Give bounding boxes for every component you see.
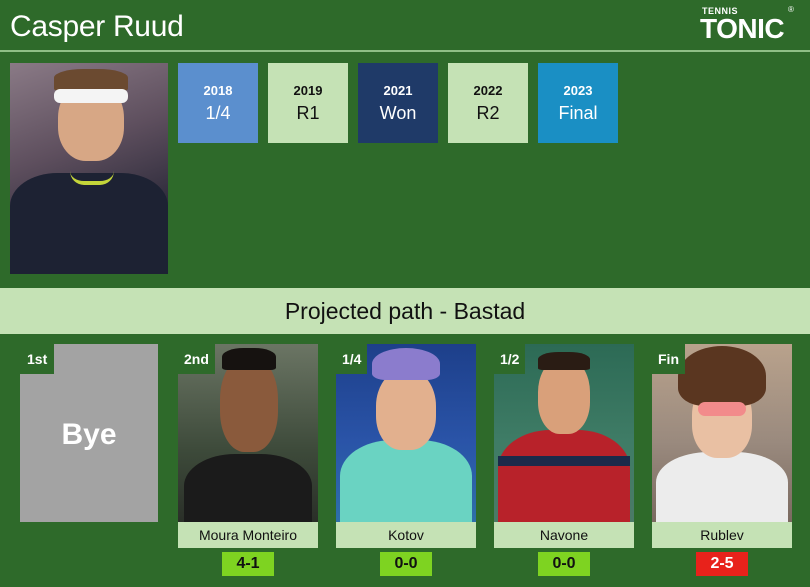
history-result: Won: [379, 103, 417, 123]
history-card-2021: 2021 Won: [358, 63, 438, 143]
tennis-tonic-logo[interactable]: TENNIS ® TONIC: [700, 5, 800, 44]
projected-path-title: Projected path - Bastad: [284, 298, 526, 324]
head-to-head-badge: 2-5: [696, 552, 748, 576]
history-result: R2: [476, 103, 500, 123]
history-year: 2021: [383, 83, 413, 98]
head-to-head-badge: 4-1: [222, 552, 274, 576]
opponent-name: Kotov: [336, 522, 476, 548]
opponent-photo: [178, 344, 318, 522]
round-label-1st: 1st: [20, 344, 55, 374]
round-label: 1/4: [336, 344, 368, 374]
history-year: 2023: [563, 83, 593, 98]
head-to-head-badge: 0-0: [380, 552, 432, 576]
header-divider: [0, 50, 810, 52]
history-card-2019: 2019 R1: [268, 63, 348, 143]
history-result: 1/4: [205, 103, 231, 123]
round-card-quarterfinal[interactable]: 1/4 Kotov 0-0: [336, 344, 476, 578]
round-label: 2nd: [178, 344, 215, 374]
logo-registered-mark: ®: [788, 5, 794, 14]
opponent-name: Rublev: [652, 522, 792, 548]
round-card-2nd[interactable]: 2nd Moura Monteiro 4-1: [178, 344, 318, 578]
round-card-semifinal[interactable]: 1/2 Navone 0-0: [494, 344, 634, 578]
bye-text: Bye: [61, 418, 117, 451]
projected-path-banner: Projected path - Bastad: [0, 288, 810, 334]
history-year: 2018: [203, 83, 233, 98]
opponent-name: Navone: [494, 522, 634, 548]
history-year: 2019: [293, 83, 323, 98]
history-year: 2022: [473, 83, 503, 98]
history-result: R1: [296, 103, 320, 123]
player-name: Casper Ruud: [10, 10, 184, 43]
history-card-2023: 2023 Final: [538, 63, 618, 143]
round-label: Fin: [652, 344, 685, 374]
logo-main-text: TONIC: [700, 13, 785, 44]
logo-top-text: TENNIS: [702, 6, 739, 16]
history-card-2022: 2022 R2: [448, 63, 528, 143]
history-card-2018: 2018 1/4: [178, 63, 258, 143]
player-photo: [10, 63, 168, 274]
head-to-head-badge: 0-0: [538, 552, 590, 576]
header: Casper Ruud TENNIS ® TONIC: [0, 0, 810, 50]
opponent-photo: [494, 344, 634, 522]
history-result: Final: [558, 103, 598, 123]
opponent-name: Moura Monteiro: [178, 522, 318, 548]
round-label: 1/2: [494, 344, 526, 374]
round-card-final[interactable]: Fin Rublev 2-5: [652, 344, 792, 578]
